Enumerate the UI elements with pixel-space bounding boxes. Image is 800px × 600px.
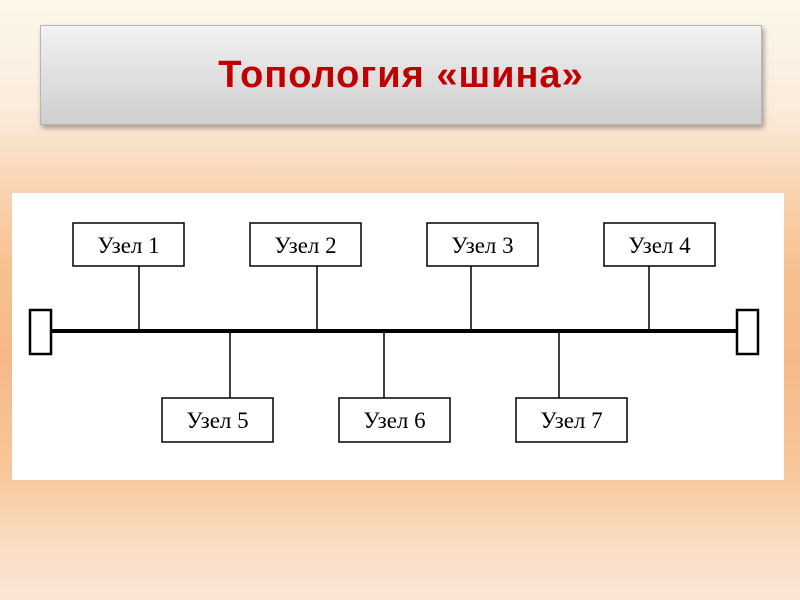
bus-topology-diagram: Узел 1 Узел 2 Узел 3 Узел 4 Узел 5 Узел … [12,193,784,480]
node-3: Узел 3 [426,222,539,267]
node-6-label: Узел 6 [363,408,425,433]
title-banner: Топология «шина» [40,25,762,125]
bus-terminator-left [28,308,53,356]
node-2: Узел 2 [249,222,362,267]
node-1-label: Узел 1 [97,233,159,258]
node-6: Узел 6 [338,397,451,443]
node-5-label: Узел 5 [186,408,248,433]
slide-title: Топология «шина» [218,53,584,96]
node-7-label: Узел 7 [540,408,602,433]
node-1: Узел 1 [72,222,185,267]
node-3-label: Узел 3 [451,233,513,258]
node-4: Узел 4 [603,222,716,267]
node-7: Узел 7 [515,397,628,443]
node-5: Узел 5 [161,397,274,443]
bus-terminator-right [735,308,760,356]
node-2-label: Узел 2 [274,233,336,258]
node-4-label: Узел 4 [628,233,691,258]
